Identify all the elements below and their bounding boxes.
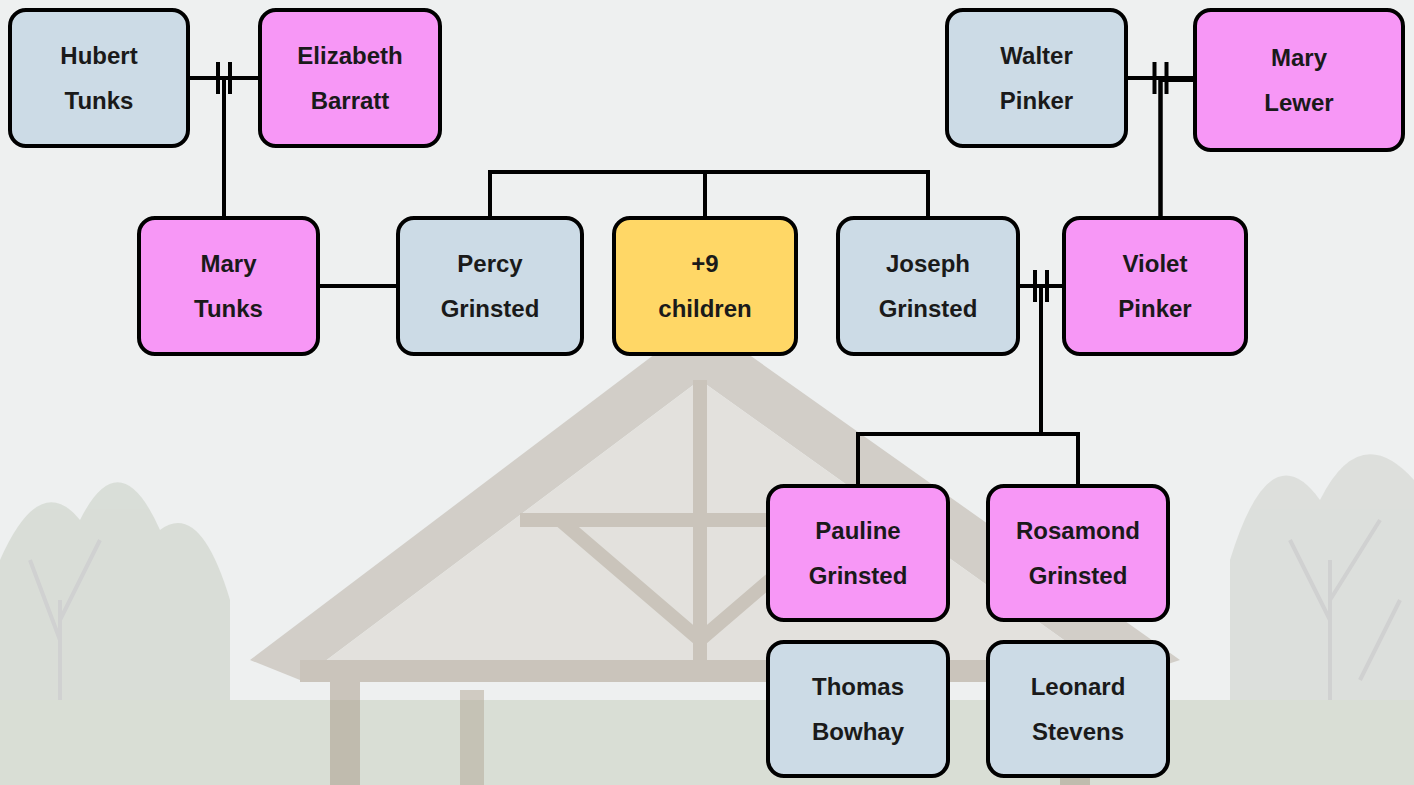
person-name: Elizabeth Barratt xyxy=(297,33,402,123)
person-name: Pauline Grinsted xyxy=(809,508,908,598)
family-connector xyxy=(224,78,258,216)
family-connector xyxy=(490,172,705,216)
person-box: Percy Grinsted xyxy=(396,216,584,356)
person-name: Mary Tunks xyxy=(194,241,263,331)
person-name: Thomas Bowhay xyxy=(812,664,904,754)
person-box: Mary Tunks xyxy=(137,216,320,356)
person-box: Pauline Grinsted xyxy=(766,484,950,622)
person-name: Mary Lewer xyxy=(1264,35,1333,125)
family-connector xyxy=(1161,80,1194,216)
person-name: Walter Pinker xyxy=(1000,33,1073,123)
person-box: Hubert Tunks xyxy=(8,8,190,148)
person-box: Mary Lewer xyxy=(1193,8,1405,152)
person-name: Hubert Tunks xyxy=(60,33,137,123)
person-box: Violet Pinker xyxy=(1062,216,1248,356)
person-name: Rosamond Grinsted xyxy=(1016,508,1140,598)
family-connector xyxy=(1128,78,1161,216)
person-name: Leonard Stevens xyxy=(1031,664,1126,754)
person-box: Walter Pinker xyxy=(945,8,1128,148)
person-box: Thomas Bowhay xyxy=(766,640,950,778)
person-box: Elizabeth Barratt xyxy=(258,8,442,148)
person-box: Rosamond Grinsted xyxy=(986,484,1170,622)
person-name: +9 children xyxy=(658,241,751,331)
family-connector xyxy=(490,172,928,216)
family-connector xyxy=(320,284,396,288)
person-box: Joseph Grinsted xyxy=(836,216,1020,356)
person-box: +9 children xyxy=(612,216,798,356)
person-name: Joseph Grinsted xyxy=(879,241,978,331)
person-name: Percy Grinsted xyxy=(441,241,540,331)
person-box: Leonard Stevens xyxy=(986,640,1170,778)
person-name: Violet Pinker xyxy=(1118,241,1191,331)
family-connector xyxy=(190,78,224,216)
